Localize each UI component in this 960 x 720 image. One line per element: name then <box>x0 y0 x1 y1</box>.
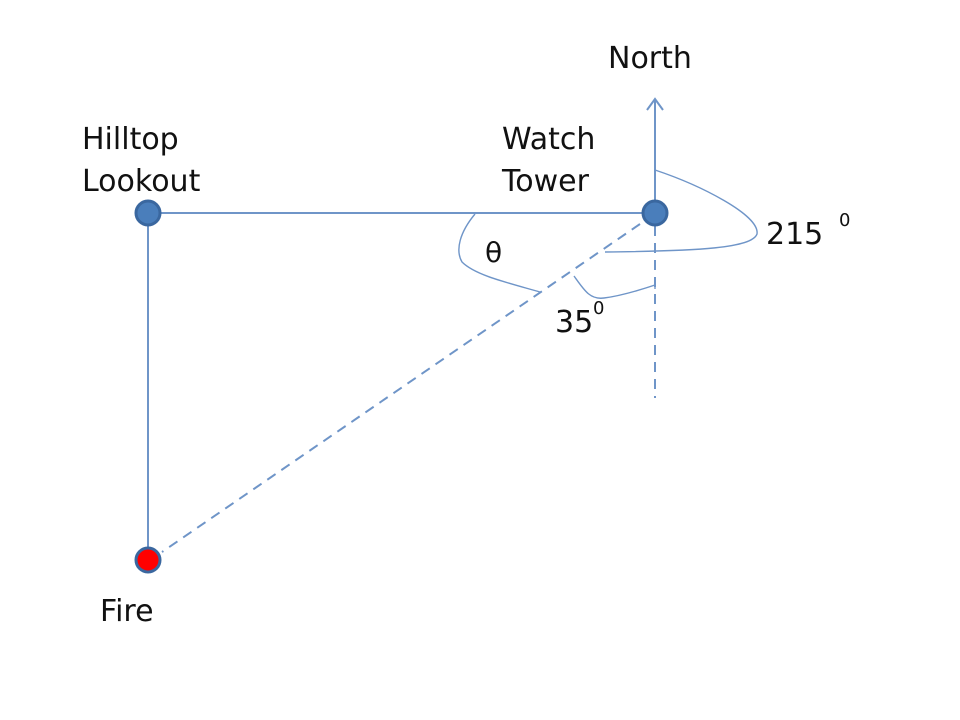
label-fire: Fire <box>100 594 154 629</box>
label-bearing-215: 215 0 <box>766 210 850 252</box>
edge-tower-to-fire-dashed <box>161 223 641 553</box>
label-hilltop-line2: Lookout <box>82 164 201 199</box>
label-tower-line2: Tower <box>501 164 590 199</box>
arc-theta <box>458 213 541 293</box>
node-watch-tower <box>641 199 669 227</box>
label-south-value: 35 <box>555 305 593 340</box>
arc-bearing-215 <box>604 169 758 253</box>
label-south-unit: 0 <box>593 298 604 319</box>
node-fire <box>134 546 162 574</box>
arc-south-35 <box>573 275 656 299</box>
label-bearing-value: 215 <box>766 217 823 252</box>
label-south-35: 35 0 <box>555 298 604 340</box>
node-hilltop-lookout <box>134 199 162 227</box>
label-theta: θ <box>485 236 502 269</box>
label-tower-line1: Watch <box>502 122 595 157</box>
label-hilltop-line1: Hilltop <box>82 122 179 157</box>
label-bearing-unit: 0 <box>839 210 850 231</box>
label-north: North <box>608 41 692 76</box>
arrow-up-icon <box>646 97 664 111</box>
north-arrow <box>646 97 664 200</box>
